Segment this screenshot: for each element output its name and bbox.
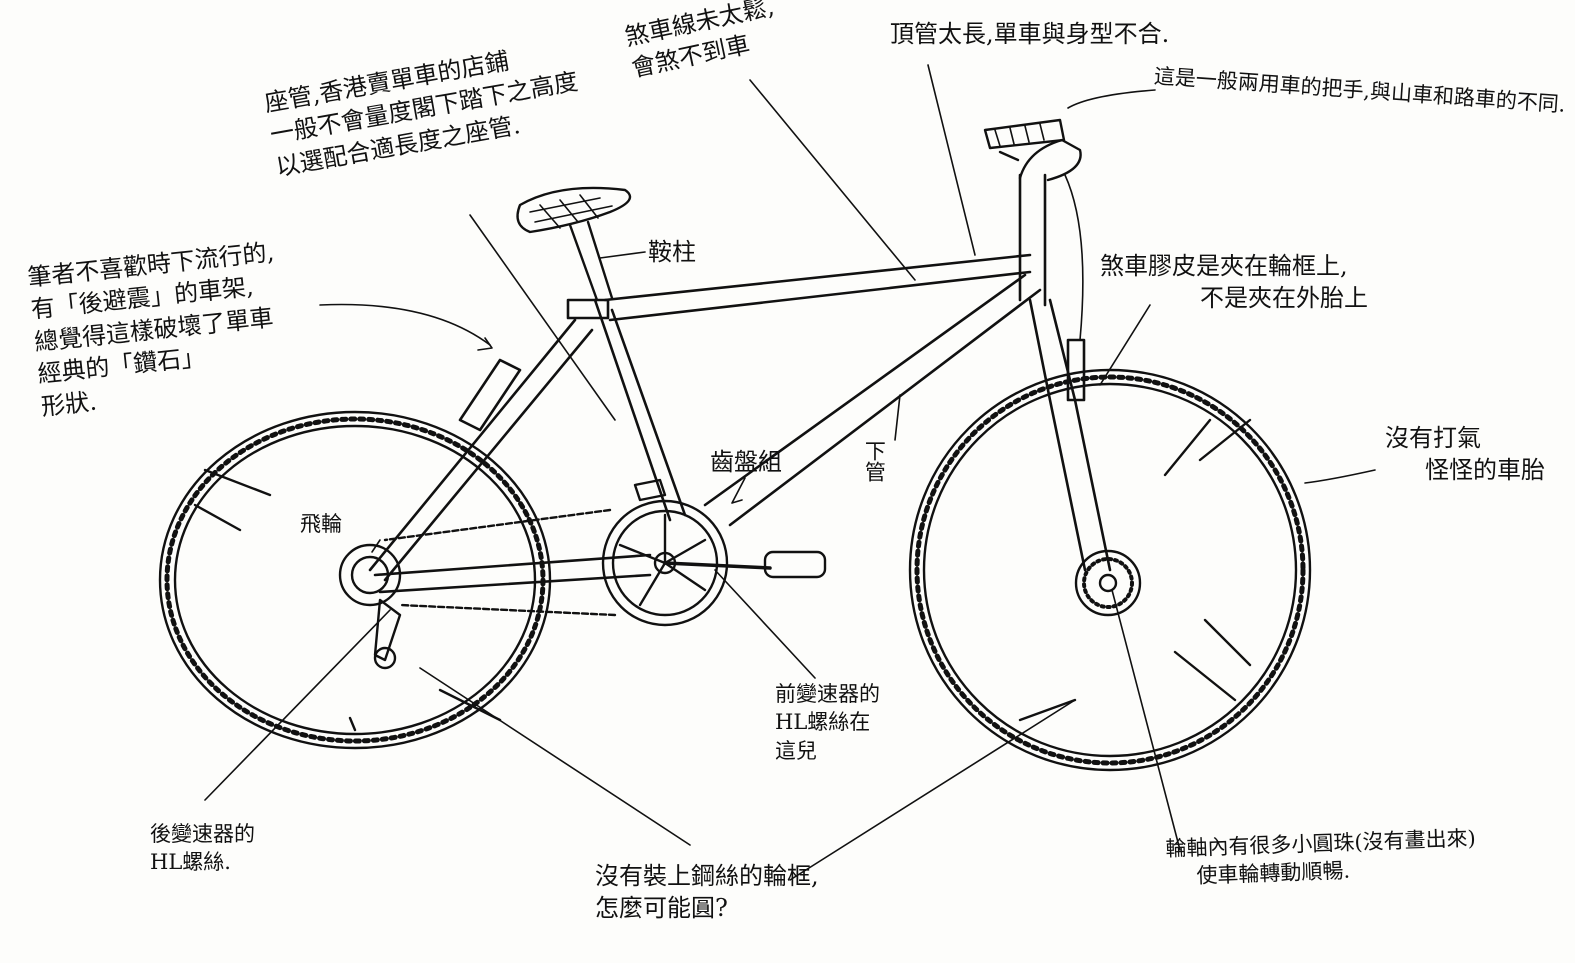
annotation-spokes: 沒有裝上鋼絲的輪框, 怎麼可能圓? xyxy=(595,860,819,925)
annotation-front-derailleur: 前變速器的 HL螺絲在 這兒 xyxy=(775,680,880,765)
arrow-head xyxy=(477,337,493,351)
annotation-rear-derailleur-line-2: HL螺絲. xyxy=(150,850,231,875)
rear-wheel xyxy=(158,410,552,750)
saddle-assembly xyxy=(516,186,632,302)
leader-brake xyxy=(1099,304,1151,386)
annotation-chainring-line-1: 齒盤組 xyxy=(710,448,782,476)
seat-tube xyxy=(593,298,687,522)
annotation-spokes-line-2: 怎麼可能圓? xyxy=(595,894,728,923)
rear-derailleur xyxy=(373,598,402,662)
rear-cog-inner xyxy=(350,555,390,595)
leader-handlebar xyxy=(1067,89,1156,109)
leader-front-derailleur xyxy=(714,569,816,679)
front-tire-inner xyxy=(922,382,1298,758)
annotation-tire-line-1: 沒有打氣 xyxy=(1385,424,1481,452)
leader-seatpost xyxy=(469,214,616,421)
annotation-front-derailleur-line-3: 這兒 xyxy=(775,738,817,763)
annotation-suspension: 筆者不喜歡時下流行的, 有「後避震」的車架, 總覺得這樣破壞了單車 經典的「鑽石… xyxy=(26,236,289,423)
annotation-toptube-line-1: 頂管太長,單車與身型不合. xyxy=(890,20,1170,48)
annotation-rear-derailleur-line-1: 後變速器的 xyxy=(150,822,255,846)
annotation-toptube: 頂管太長,單車與身型不合. xyxy=(890,18,1169,50)
seat-clamp xyxy=(566,298,610,320)
leader-downtube xyxy=(894,394,901,441)
drivetrain xyxy=(338,478,827,670)
crank-arm xyxy=(663,561,772,570)
annotation-tire-line-2: 怪怪的車胎 xyxy=(1425,456,1545,485)
rear-cog xyxy=(338,543,402,607)
brake-cable xyxy=(1064,174,1084,341)
annotation-tire: 沒有打氣 怪怪的車胎 xyxy=(1385,422,1545,487)
chainring-inner xyxy=(611,509,719,617)
chainring xyxy=(601,499,729,627)
front-brake-disc xyxy=(1074,549,1142,617)
front-tire-tread xyxy=(914,374,1306,766)
rear-tire-inner xyxy=(173,424,537,736)
chain xyxy=(383,508,617,617)
annotation-spokes-line-1: 沒有裝上鋼絲的輪框, xyxy=(595,862,819,890)
annotation-chainring: 齒盤組 xyxy=(710,446,782,478)
annotation-rear-derailleur: 後變速器的 HL螺絲. xyxy=(150,820,255,877)
rear-brake xyxy=(458,358,522,432)
rear-tire-outer xyxy=(158,410,552,750)
top-tube xyxy=(603,253,1032,322)
saddle-hatching xyxy=(529,194,613,229)
annotation-brake-pad: 煞車膠皮是夾在輪框上, 不是夾在外胎上 xyxy=(1100,250,1368,315)
annotation-brake-line-1: 煞車膠皮是夾在輪框上, xyxy=(1100,252,1348,280)
leader-rear-derailleur xyxy=(204,609,391,801)
saddle xyxy=(516,186,632,234)
front-wheel-shading xyxy=(1018,418,1252,722)
rear-tire-tread xyxy=(164,416,546,744)
seat-post xyxy=(568,220,614,302)
leader-hub xyxy=(1111,589,1181,851)
rear-wheel-shading xyxy=(193,468,502,732)
derailleur-pulley xyxy=(373,646,397,670)
brake-lever xyxy=(998,150,1020,162)
brake-caliper xyxy=(1066,338,1086,402)
annotation-front-derailleur-line-2: HL螺絲在 xyxy=(775,710,871,735)
leader-spokes-front xyxy=(789,699,1076,881)
leader-cable xyxy=(749,79,916,281)
grip-ridges xyxy=(994,123,1045,147)
leader-suspension xyxy=(319,303,491,346)
front-hub xyxy=(1098,573,1118,593)
head-tube xyxy=(1018,173,1047,307)
annotation-saddle-post-line-1: 鞍柱 xyxy=(648,238,696,266)
leader-chainring xyxy=(731,477,746,504)
leader-saddle xyxy=(599,251,646,259)
annotation-brake-line-2: 不是夾在外胎上 xyxy=(1200,284,1368,313)
leader-spokes-rear xyxy=(419,667,691,846)
handlebar-grip xyxy=(983,118,1066,150)
annotation-cog: 飛輪 xyxy=(300,510,342,538)
annotation-downtube: 下管 xyxy=(860,440,888,482)
annotation-front-derailleur-line-1: 前變速器的 xyxy=(775,682,880,706)
down-tube xyxy=(703,273,1042,527)
front-derailleur xyxy=(633,478,667,502)
stem xyxy=(1018,138,1082,182)
annotation-cog-line-1: 飛輪 xyxy=(300,512,342,536)
leader-toptube xyxy=(927,64,976,256)
seat-stay xyxy=(368,318,594,582)
crank-spider xyxy=(618,513,707,607)
leader-tire xyxy=(1304,469,1376,484)
annotation-downtube-line-1: 下管 xyxy=(862,440,887,482)
annotation-saddle-post: 鞍柱 xyxy=(648,236,696,268)
leader-cog xyxy=(371,539,381,553)
bike-frame xyxy=(368,173,1112,594)
handlebar-assembly xyxy=(983,118,1084,341)
pedal xyxy=(763,550,827,579)
annotation-hub: 輪軸內有很多小圓珠(沒有畫出來) 使車輪轉動順暢. xyxy=(1165,824,1477,891)
leader-lines xyxy=(204,64,1376,881)
